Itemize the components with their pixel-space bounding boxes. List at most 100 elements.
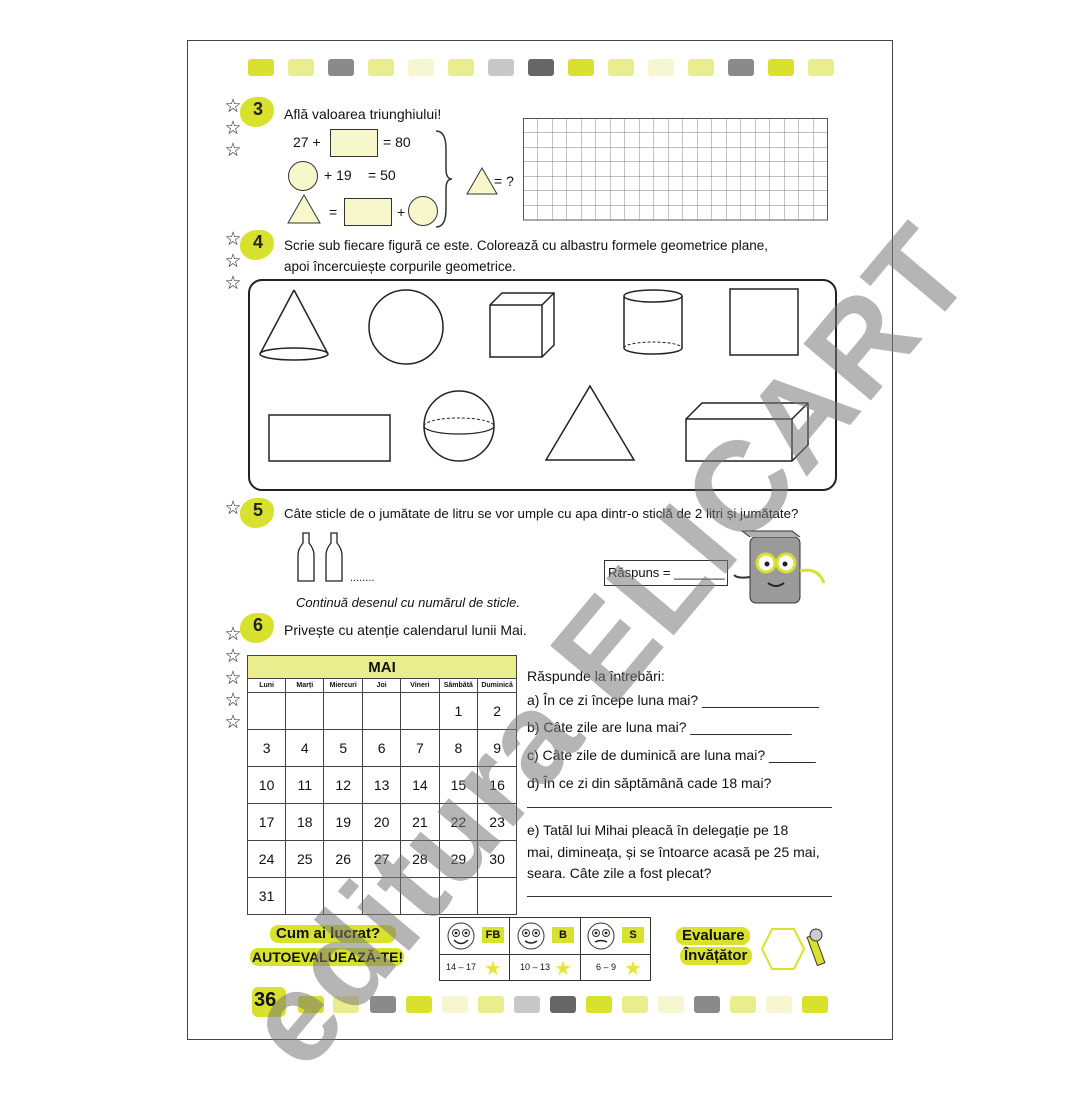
calendar-day: 7 [400,729,440,767]
calendar-day [362,692,402,730]
calendar-day: 1 [438,692,479,730]
calendar-day: 28 [400,840,440,878]
ex4-instructions-line1: Scrie sub fiecare figură ce este. Colore… [284,238,768,253]
calendar-day: 31 [246,877,287,915]
calendar-day [477,877,517,915]
ex6-question-e-line2: mai, dimineața, și se întoarce acasă pe … [527,844,820,860]
difficulty-stars-ex4: ☆☆☆ [224,229,242,294]
calendar-day: 24 [246,840,287,878]
calendar-day: 13 [362,766,402,804]
day-header: Duminică [477,678,517,693]
page-number: 36 [254,989,277,1011]
calendar-day: 23 [477,803,517,841]
calendar-week-row: 24 25 26 27 28 29 30 [246,840,517,878]
cylinder-icon [623,289,683,355]
calendar-day [400,692,440,730]
ex6-question-e-line1: e) Tatăl lui Mihai pleacă în delegație p… [527,822,789,838]
ex6-question-a: a) În ce zi începe luna mai? ___________… [527,692,819,708]
calendar-day: 29 [438,840,479,878]
day-header: Luni [246,678,287,693]
footer-cum-ai-lucrat: Cum ai lucrat? [276,925,381,942]
grade-b-range: 10 – 13 [520,962,551,972]
calendar-day: 11 [285,766,325,804]
ex3-eq1-left: 27 + [293,134,321,150]
invatator-highlight [680,947,752,965]
rectangle-placeholder-1 [330,129,378,157]
grade-fb-range: 14 – 17 [446,962,477,972]
grade-fb: FB [482,927,504,943]
calendar-day: 25 [285,840,325,878]
calendar-day: 14 [400,766,440,804]
ex3-eq2-right: = 50 [368,167,396,183]
ex6-question-d: d) În ce zi din săptămână cade 18 mai? [527,775,772,791]
difficulty-stars-ex5: ☆ [224,498,242,519]
ex3-eq3-plus: + [397,204,406,220]
calendar-day: 10 [246,766,287,804]
sphere-icon [423,390,495,462]
grade-s-range: 6 – 9 [596,962,617,972]
rectangle-shape-icon [268,414,391,462]
calendar-day: 17 [246,803,287,841]
calendar-day [362,877,402,915]
calendar-week-row: 17 18 19 20 21 22 23 [246,803,517,841]
cuboid-icon [685,402,809,462]
calendar-day: 30 [477,840,517,878]
calendar-day: 12 [323,766,364,804]
cum-highlight [270,925,396,943]
rectangle-placeholder-2 [344,198,392,226]
calendar-day [246,692,287,730]
star-icon: ★ [484,958,502,980]
cone-icon [259,289,329,361]
bottle-icon [297,532,315,582]
day-header: Miercuri [323,678,364,693]
ex4-instructions-line2: apoi încercuiește corpurile geometrice. [284,259,516,274]
day-header: Marți [285,678,325,693]
triangle-result-icon [466,166,498,195]
answer-box[interactable] [604,560,728,586]
exercise-number-3: 3 [238,95,278,131]
calendar-day [285,692,325,730]
ex3-eq3-eq: = [329,204,338,220]
circle-shape-icon [368,289,444,365]
difficulty-stars-ex3: ☆☆☆ [224,96,242,161]
calendar-day [400,877,440,915]
grade-s: S [622,927,644,943]
page-number-badge [252,987,286,1017]
calendar-week-row: 1 2 [246,692,517,730]
calendar-day: 16 [477,766,517,804]
ex6-question-b: b) Câte zile are luna mai? _____________ [527,719,792,735]
self-evaluation-box: FB B S 14 – 17 ★ 10 – 13 ★ 6 – 9 ★ [439,917,651,981]
calendar-day: 6 [362,729,402,767]
ex5-hint: Continuă desenul cu numărul de sticle. [296,595,521,610]
difficulty-stars-ex6: ☆☆☆☆☆ [224,624,242,733]
grid-work-area [523,118,828,221]
calendar-day [285,877,325,915]
exercise-number-6: 6 [238,611,278,647]
bottle-icon-2 [325,532,343,582]
footer-invatator: Învățător [684,947,748,964]
star-icon-2: ★ [554,958,572,980]
book-mascot-icon [733,530,826,604]
ex3-result: = ? [494,173,514,189]
day-header: Sâmbătă [438,678,479,693]
star-icon-3: ★ [624,958,642,980]
calendar-day [323,692,364,730]
exercise-number-4: 4 [238,228,278,264]
calendar-day: 19 [323,803,364,841]
ex5-question: Câte sticle de o jumătate de litru se vo… [284,506,799,521]
ex6-questions-title: Răspunde la întrebări: [527,668,665,684]
calendar-day: 4 [285,729,325,767]
auto-highlight [250,948,404,966]
circle-placeholder-2 [408,196,438,226]
answer-line-e[interactable] [527,896,832,897]
calendar-day: 26 [323,840,364,878]
triangle-shape-icon [544,384,636,461]
hexagon-pencil-icon [760,928,826,970]
circle-placeholder-1 [288,161,318,191]
footer-autoevalueaza: AUTOEVALUEAZĂ-TE! [252,949,404,965]
happy-face-icon [447,922,475,950]
ex3-eq1-right: = 80 [383,134,411,150]
shapes-box [248,279,837,491]
may-calendar: MAI Luni Marți Miercuri Joi Vineri Sâmbă… [246,655,517,915]
answer-line-d[interactable] [527,807,832,808]
